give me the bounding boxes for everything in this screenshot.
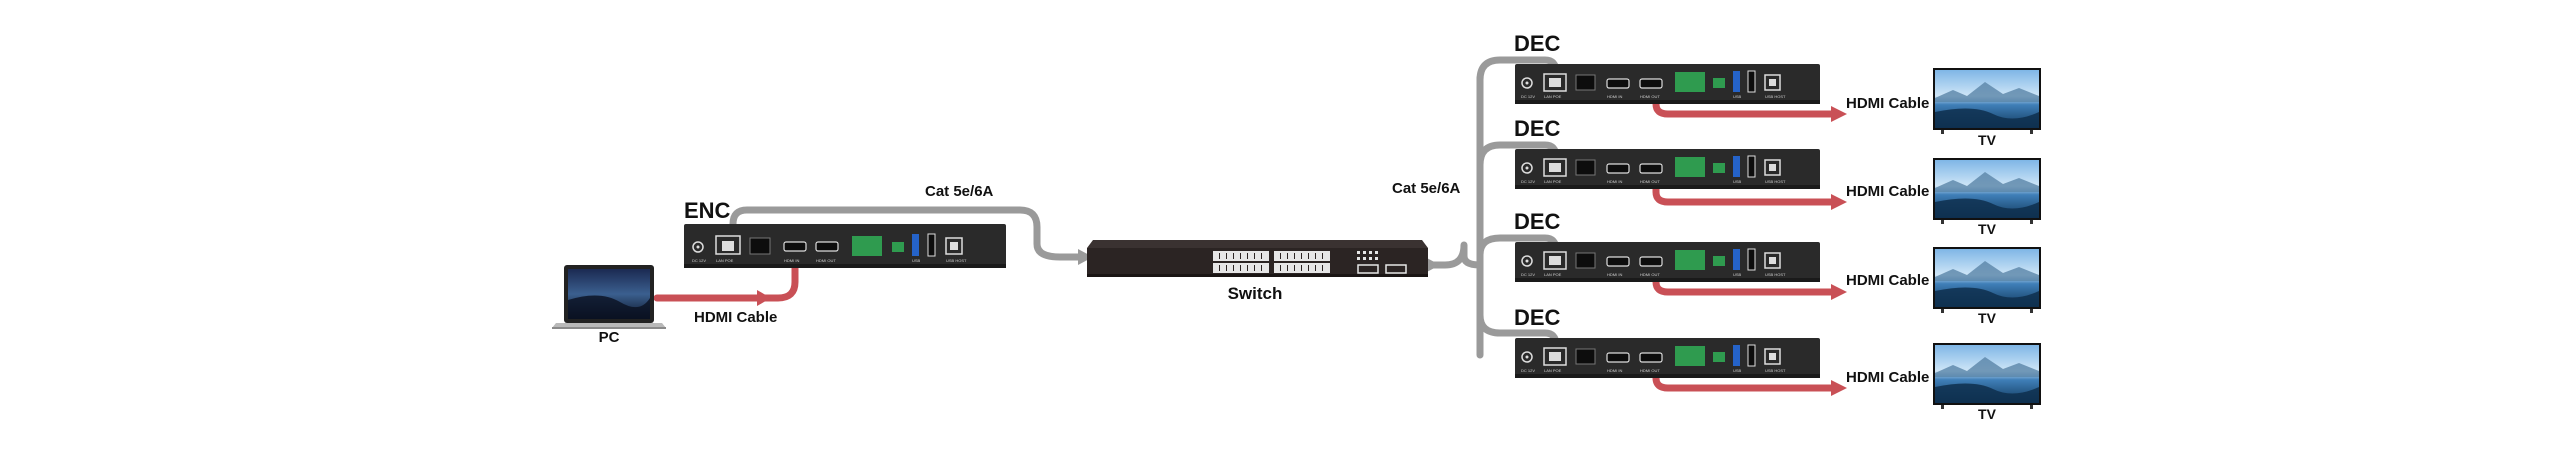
tv-4: TV (1933, 343, 2041, 422)
hdmi-cable-pc-enc (653, 254, 799, 302)
dec-label-2: DEC (1514, 116, 1561, 141)
tv-3: TV (1933, 247, 2041, 326)
network-switch-icon (1087, 240, 1428, 277)
hdmi-cable-dec2-tv (1652, 176, 1839, 206)
cat-cables (729, 56, 1560, 359)
hdmi-cable-label-pc: HDMI Cable (694, 309, 777, 326)
hdmi-cable-dec1-tv (1652, 88, 1839, 118)
arrow-into-tv2 (1831, 194, 1847, 210)
decoder-box-icon (1514, 337, 1821, 379)
cat-cable-label-enc: Cat 5e/6A (925, 183, 994, 200)
svg-text:USB: USB (912, 258, 921, 263)
hdmi-cables (653, 88, 1839, 392)
cat-cable-label-dec: Cat 5e/6A (1392, 180, 1461, 197)
svg-text:HDMI IN: HDMI IN (784, 258, 799, 263)
switch-label: Switch (1228, 284, 1283, 303)
hdmi-cable-label-tv4: HDMI Cable (1846, 369, 1929, 386)
tv-icon (1933, 343, 2041, 409)
dec-label-3: DEC (1514, 209, 1561, 234)
arrow-into-tv1 (1831, 106, 1847, 122)
hdmi-cable-label-tv3: HDMI Cable (1846, 272, 1929, 289)
decoder-3: DEC (1514, 209, 1821, 283)
tv-label-4: TV (1978, 406, 1997, 422)
tv-label-3: TV (1978, 310, 1997, 326)
svg-text:USB HOST: USB HOST (946, 258, 967, 263)
decoder-box-icon (1514, 148, 1821, 190)
svg-text:LAN POE: LAN POE (716, 258, 734, 263)
dec-label-1: DEC (1514, 31, 1561, 56)
tv-icon (1933, 68, 2041, 134)
arrow-into-tv4 (1831, 380, 1847, 396)
hdmi-cable-label-tv2: HDMI Cable (1846, 183, 1929, 200)
tv-icon (1933, 158, 2041, 224)
svg-text:DC 12V: DC 12V (692, 258, 706, 263)
hdmi-cable-label-tv1: HDMI Cable (1846, 95, 1929, 112)
cat-cable-switch-dec-trunk (1418, 241, 1484, 269)
tv-icon (1933, 247, 2041, 313)
encoder: ENC DC 12V LAN POE HDMI IN HDMI OUT USB … (684, 198, 1006, 268)
tv-label-2: TV (1978, 221, 1997, 237)
laptop-icon (552, 265, 666, 329)
arrow-into-tv3 (1831, 284, 1847, 300)
arrow-into-switch (1078, 249, 1093, 265)
arrow-out-of-switch (1425, 257, 1440, 273)
decoder-2: DEC (1514, 116, 1821, 190)
hdmi-cable-dec3-tv (1652, 266, 1839, 296)
pc-laptop: PC (552, 265, 666, 346)
decoder-box-icon (1514, 63, 1821, 105)
tv-2: TV (1933, 158, 2041, 237)
decoder-4: DEC (1514, 305, 1821, 379)
decoder-box-icon (1514, 241, 1821, 283)
decoder-1: DEC (1514, 31, 1821, 105)
enc-label: ENC (684, 198, 731, 223)
arrow-into-enc (757, 290, 771, 306)
tv-1: TV (1933, 68, 2041, 148)
encoder-box-icon: DC 12V LAN POE HDMI IN HDMI OUT USB USB … (684, 224, 1006, 268)
pc-label: PC (599, 329, 620, 346)
svg-text:HDMI OUT: HDMI OUT (816, 258, 836, 263)
network-switch: Switch (1087, 240, 1428, 303)
hdmi-cable-dec4-tv (1652, 362, 1839, 392)
tv-label-1: TV (1978, 132, 1997, 148)
dec-label-4: DEC (1514, 305, 1561, 330)
cat-cable-enc-switch (729, 206, 1086, 261)
